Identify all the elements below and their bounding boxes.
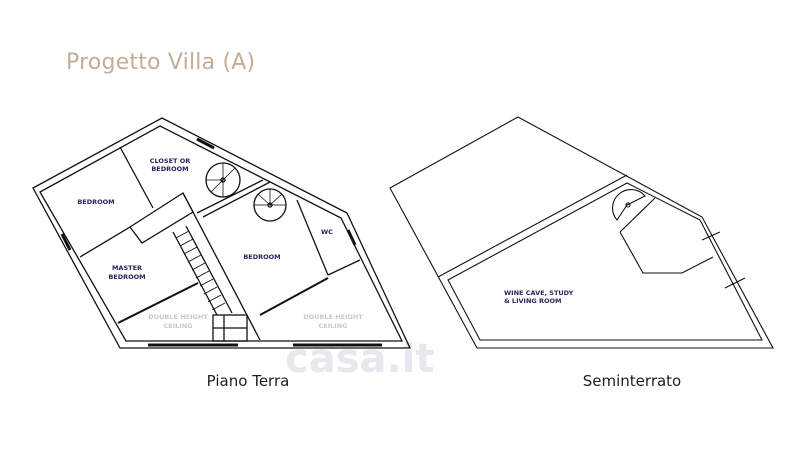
room-label: CLOSET OR: [150, 157, 191, 165]
wall: [202, 181, 271, 218]
wall: [437, 174, 628, 278]
wall: [619, 231, 714, 274]
room-label: CEILING: [319, 322, 348, 330]
room-label: BEDROOM: [108, 273, 145, 281]
wall: [619, 197, 656, 233]
caption-piano-terra: Piano Terra: [206, 372, 290, 390]
inner-wall: [39, 125, 404, 342]
landing: [129, 192, 194, 244]
window: [60, 233, 72, 251]
stair-side: [185, 225, 233, 314]
room-label: BEDROOM: [77, 198, 114, 206]
room-label: MASTER: [112, 264, 142, 272]
wall: [117, 282, 199, 324]
page-title: Progetto Villa (A): [66, 50, 256, 75]
wall: [119, 146, 154, 209]
outer-wall: [389, 116, 774, 349]
outer-wall: [32, 117, 412, 349]
room-label: BEDROOM: [151, 165, 188, 173]
wall: [259, 277, 329, 316]
room-label: DOUBLE HEIGHT: [303, 313, 363, 321]
caption-seminterrato: Seminterrato: [582, 372, 682, 390]
wall: [327, 259, 361, 276]
inner-wall: [447, 182, 763, 341]
window: [196, 137, 215, 150]
room-label: WINE CAVE, STUDY: [504, 289, 574, 297]
room-label: WC: [321, 228, 333, 236]
room-label: & LIVING ROOM: [504, 297, 562, 305]
window: [346, 229, 357, 246]
spiral-stair: [612, 189, 646, 221]
room-label: DOUBLE HEIGHT: [148, 313, 208, 321]
room-label: BEDROOM: [243, 253, 280, 261]
wall: [196, 179, 264, 214]
room-label: CEILING: [164, 322, 193, 330]
plan-seminterrato: [389, 116, 774, 349]
wall: [296, 199, 329, 276]
plan-piano-terra: [32, 117, 412, 349]
wall: [79, 226, 131, 258]
stair-treads: [175, 230, 226, 311]
